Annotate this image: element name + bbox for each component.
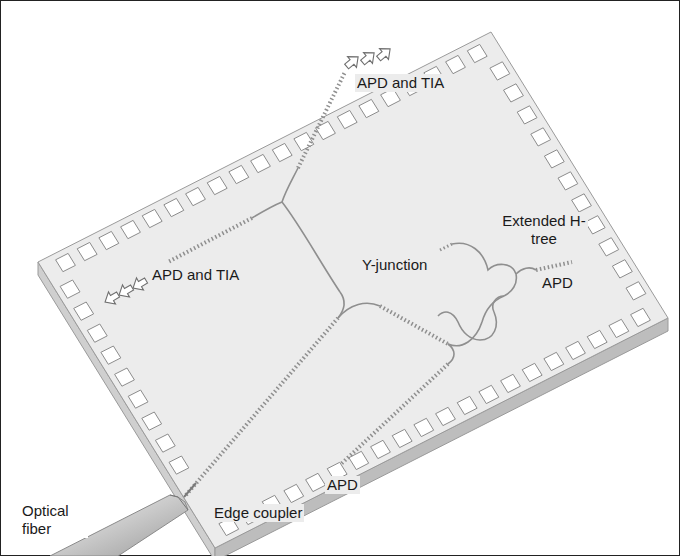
part-label: Optical fiber — [20, 502, 88, 538]
bond-pad — [501, 374, 521, 392]
bond-pad — [587, 330, 607, 348]
part-label: Y-junction — [360, 256, 429, 274]
bond-pad — [517, 106, 537, 124]
bond-pad — [142, 412, 162, 430]
output-arrow — [374, 43, 394, 63]
edge-coupler — [184, 483, 196, 497]
bond-pad — [626, 282, 646, 300]
apd-waveguide — [168, 218, 252, 262]
bond-pad — [467, 44, 487, 62]
bond-pad — [446, 55, 466, 73]
bond-pad — [522, 363, 542, 381]
bond-pad — [207, 176, 227, 194]
bond-pad — [272, 143, 292, 161]
bond-pad — [436, 407, 456, 425]
waveguide-bend — [282, 168, 298, 202]
h-tree — [493, 296, 504, 312]
waveguide-bend — [252, 202, 282, 218]
bond-pad — [349, 451, 369, 469]
output-arrow — [358, 47, 378, 67]
h-tree — [516, 268, 536, 274]
part-label: APD and TIA — [150, 266, 241, 284]
bond-pad — [99, 231, 119, 249]
bond-pad — [306, 473, 326, 491]
h-tree-apd — [440, 244, 452, 250]
h-tree — [504, 274, 516, 296]
h-tree — [438, 312, 496, 340]
bond-pad — [60, 280, 80, 298]
bond-pad — [490, 62, 510, 80]
part-label: APD — [325, 476, 360, 494]
bond-pad — [599, 238, 619, 256]
bond-pad — [155, 434, 175, 452]
part-label: Extended H-tree — [500, 212, 588, 248]
bond-pad — [414, 418, 434, 436]
bond-pad — [337, 110, 357, 128]
apd-waveguide — [536, 262, 572, 270]
chip-top — [38, 32, 668, 548]
bond-pad — [115, 368, 135, 386]
bond-pad — [479, 385, 499, 403]
bond-pad — [585, 216, 605, 234]
bond-pads — [56, 44, 651, 535]
bond-pad — [504, 84, 524, 102]
apd-waveguide — [298, 72, 345, 168]
bond-pad — [229, 165, 249, 183]
bond-pad — [87, 324, 107, 342]
bond-pad — [142, 209, 162, 227]
bond-pad — [612, 260, 632, 278]
bond-pad — [566, 341, 586, 359]
bond-pad — [609, 319, 629, 337]
bond-pad — [392, 429, 412, 447]
output-arrow — [342, 51, 362, 71]
bond-pad — [544, 352, 564, 370]
bond-pad — [128, 390, 148, 408]
bond-pad — [558, 172, 578, 190]
bond-pad — [169, 456, 189, 474]
h-tree — [482, 296, 504, 322]
bond-pad — [284, 484, 304, 502]
bond-pad — [56, 253, 76, 271]
bond-pad — [531, 128, 551, 146]
fiber-tip — [170, 495, 188, 510]
bond-pad — [544, 150, 564, 168]
output-arrows — [102, 43, 395, 308]
bond-pad — [457, 396, 477, 414]
bond-pad — [121, 220, 141, 238]
apd-waveguide — [340, 364, 448, 465]
bond-pad — [359, 99, 379, 117]
bond-pad — [631, 308, 651, 326]
waveguide-bend — [338, 303, 380, 318]
waveguide-trunk — [186, 318, 338, 495]
output-arrow — [102, 288, 122, 308]
bond-pad — [164, 198, 184, 216]
bond-pad — [77, 242, 97, 260]
part-label: APD and TIA — [355, 74, 446, 92]
waveguide-bend — [448, 344, 454, 364]
bond-pad — [74, 302, 94, 320]
part-label: Edge coupler — [212, 504, 304, 522]
waveguide — [380, 306, 448, 344]
part-label: APD — [540, 274, 575, 292]
bond-pad — [101, 346, 121, 364]
bond-pad — [186, 187, 206, 205]
bond-pad — [251, 154, 271, 172]
bond-pad — [371, 440, 391, 458]
waveguide — [282, 202, 340, 292]
bond-pad — [572, 194, 592, 212]
